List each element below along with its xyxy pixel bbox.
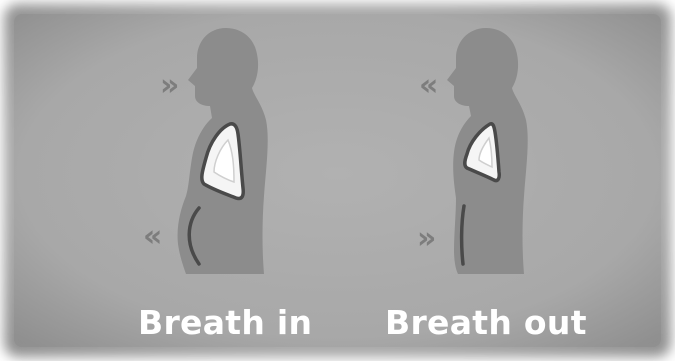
- head-arrow-breath-in: »: [160, 68, 179, 103]
- caption-breath-in: Breath in: [138, 298, 312, 348]
- caption-breath-out: Breath out: [385, 298, 587, 348]
- belly-arrow-breath-in: «: [143, 219, 162, 254]
- belly-arrow-breath-out: »: [417, 221, 436, 256]
- head-arrow-breath-out: «: [419, 68, 438, 103]
